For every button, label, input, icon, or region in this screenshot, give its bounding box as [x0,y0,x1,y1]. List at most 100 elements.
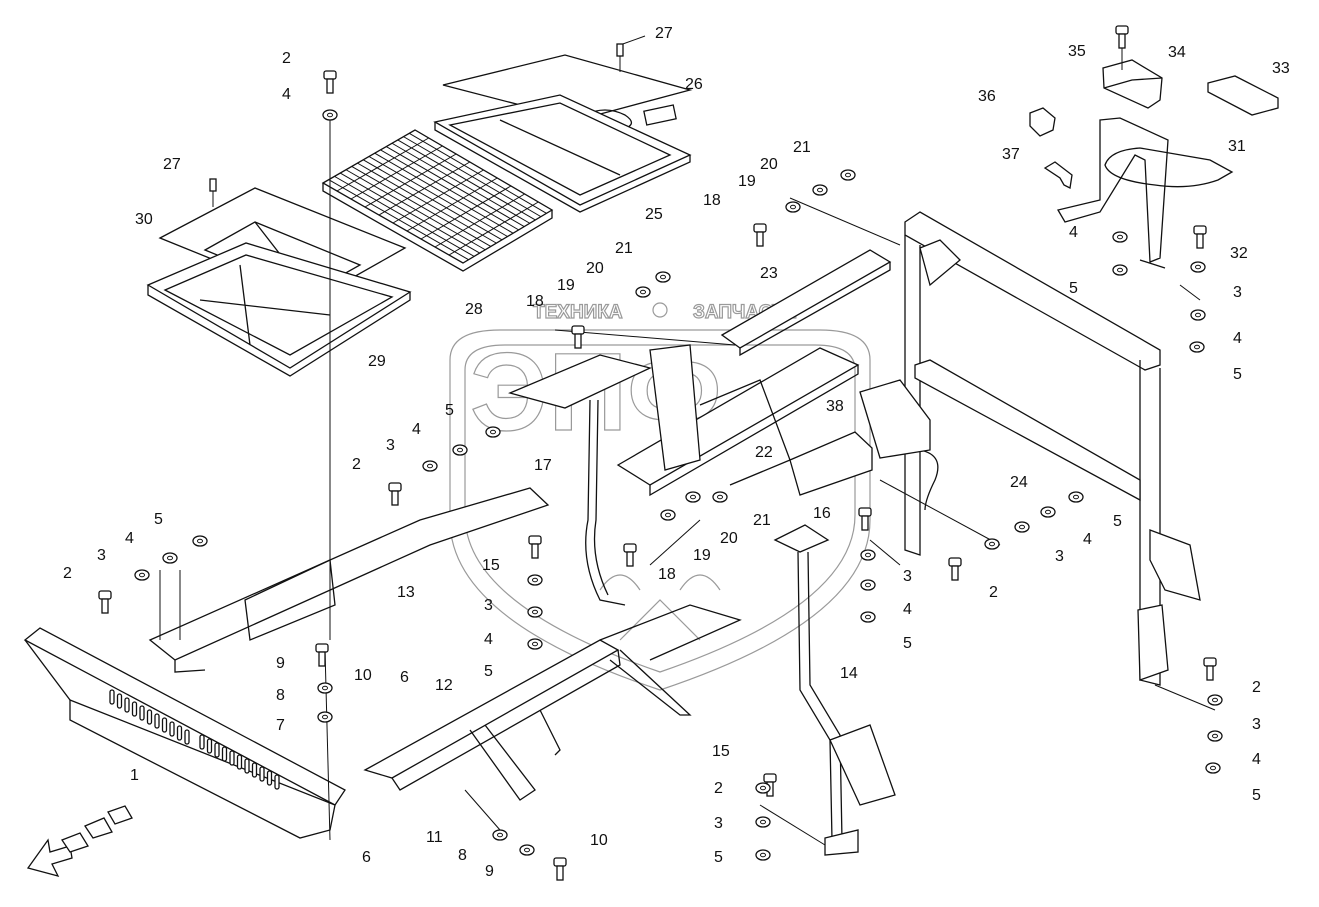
bolt-icon [98,590,112,614]
callout-22: 22 [755,444,773,461]
callout-15: 15 [482,557,500,574]
callout-34: 34 [1168,44,1186,61]
direction-arrow-icon [26,805,133,877]
pin-icon [209,178,217,207]
callout-5: 5 [714,849,723,866]
callout-20: 20 [586,260,604,277]
callout-2: 2 [989,584,998,601]
washer-icon [685,491,701,503]
callout-19: 19 [738,173,756,190]
washer-icon [635,286,651,298]
callout-32: 32 [1230,245,1248,262]
callout-27: 27 [163,156,181,173]
washer-icon [527,574,543,586]
part-38-bracket [789,379,931,496]
washer-icon [492,829,508,841]
callout-4: 4 [1083,531,1092,548]
washer-icon [660,509,676,521]
callout-2: 2 [1252,679,1261,696]
bolt-icon [528,535,542,559]
part-31-mount-frame [1056,117,1234,269]
callout-27: 27 [655,25,673,42]
callout-2: 2 [282,50,291,67]
part-17-pedal-bracket [508,354,652,606]
washer-icon [527,638,543,650]
callout-5: 5 [484,663,493,680]
bolt-icon [388,482,402,506]
callout-4: 4 [125,530,134,547]
washer-icon [1112,231,1128,243]
callout-2: 2 [352,456,361,473]
callout-2: 2 [63,565,72,582]
callout-7: 7 [276,717,285,734]
bolt-icon [1203,657,1217,681]
callout-4: 4 [1252,751,1261,768]
callout-4: 4 [1233,330,1242,347]
part-29-floor-frame [146,242,412,377]
callout-33: 33 [1272,60,1290,77]
part-24-portal-frame [904,211,1201,686]
callout-6: 6 [362,849,371,866]
part-13-side-frame [148,487,550,673]
part-36-lamp [1029,107,1056,137]
callout-5: 5 [1069,280,1078,297]
washer-icon [785,201,801,213]
washer-icon [860,611,876,623]
callout-8: 8 [458,847,467,864]
callout-29: 29 [368,353,386,370]
callout-18: 18 [703,192,721,209]
washer-icon [860,579,876,591]
washer-icon [755,816,771,828]
callout-35: 35 [1068,43,1086,60]
washer-icon [712,491,728,503]
callout-4: 4 [484,631,493,648]
callout-21: 21 [793,139,811,156]
part-1-front-skirt [23,627,346,839]
callout-3: 3 [714,815,723,832]
callout-19: 19 [693,547,711,564]
callout-1: 1 [130,767,139,784]
washer-icon [317,711,333,723]
washer-icon [812,184,828,196]
callout-5: 5 [1233,366,1242,383]
callout-8: 8 [276,687,285,704]
washer-icon [1207,694,1223,706]
washer-icon [1040,506,1056,518]
callout-9: 9 [276,655,285,672]
bolt-icon [1193,225,1207,249]
callout-21: 21 [615,240,633,257]
washer-icon [860,549,876,561]
washer-icon [192,535,208,547]
callout-5: 5 [903,635,912,652]
callout-18: 18 [658,566,676,583]
washer-icon [162,552,178,564]
washer-icon [317,682,333,694]
callout-20: 20 [720,530,738,547]
callout-37: 37 [1002,146,1020,163]
callout-4: 4 [903,601,912,618]
callout-13: 13 [397,584,415,601]
callout-11: 11 [426,829,443,846]
callout-3: 3 [97,547,106,564]
callout-3: 3 [903,568,912,585]
callout-9: 9 [485,863,494,880]
washer-icon [1112,264,1128,276]
watermark-text-left: ТЕХНИКА [533,302,623,323]
part-14-support-leg [773,524,896,856]
washer-icon [527,606,543,618]
bolt-icon [553,857,567,881]
callout-5: 5 [1252,787,1261,804]
callout-2: 2 [714,780,723,797]
washer-icon [755,849,771,861]
washer-icon [655,271,671,283]
bolt-icon [623,543,637,567]
bolt-icon [323,70,337,94]
pin-icon [616,43,624,72]
washer-icon [1014,521,1030,533]
bolt-icon [571,325,585,349]
callout-38: 38 [826,398,844,415]
bolt-icon [753,223,767,247]
callout-21: 21 [753,512,771,529]
